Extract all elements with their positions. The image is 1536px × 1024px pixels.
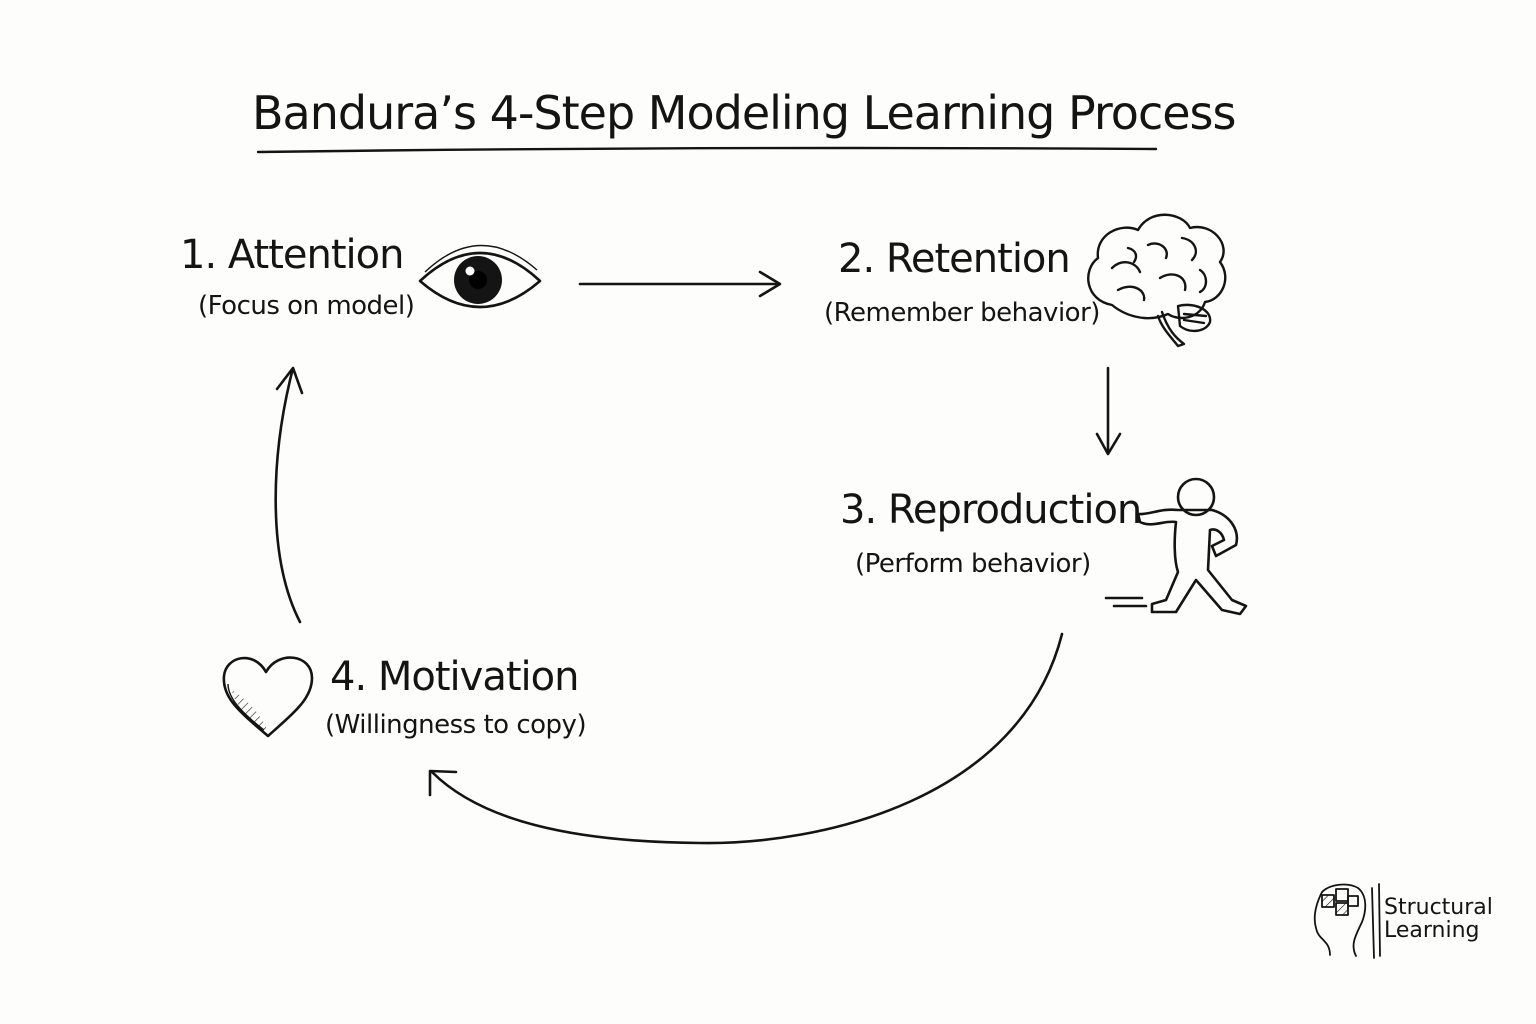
- arrow-motivation-to-attention: [274, 366, 304, 624]
- page-title: Bandura’s 4-Step Modeling Learning Proce…: [252, 86, 1236, 140]
- arrow-retention-to-reproduction: [1095, 366, 1122, 456]
- step-motivation-title: 4. Motivation: [330, 654, 579, 700]
- title-underline: [256, 146, 1158, 154]
- step-motivation-subtitle: (Willingness to copy): [325, 710, 587, 740]
- step-reproduction-title: 3. Reproduction: [840, 487, 1142, 533]
- step-attention-title: 1. Attention: [180, 232, 404, 278]
- brand-name-line2: Learning: [1384, 918, 1480, 943]
- brain-icon: [1087, 213, 1227, 348]
- step-reproduction-subtitle: (Perform behavior): [855, 549, 1091, 579]
- arrow-reproduction-to-motivation: [428, 632, 1064, 845]
- head-puzzle-logo-icon: [1313, 883, 1381, 959]
- heart-icon: [222, 656, 314, 738]
- step-retention-subtitle: (Remember behavior): [824, 298, 1100, 328]
- arrow-attention-to-retention: [578, 270, 782, 298]
- step-attention-subtitle: (Focus on model): [198, 291, 415, 321]
- brand-name-line1: Structural: [1384, 895, 1493, 920]
- step-retention-title: 2. Retention: [838, 236, 1071, 282]
- eye-icon: [418, 244, 542, 309]
- running-person-icon: [1104, 477, 1248, 616]
